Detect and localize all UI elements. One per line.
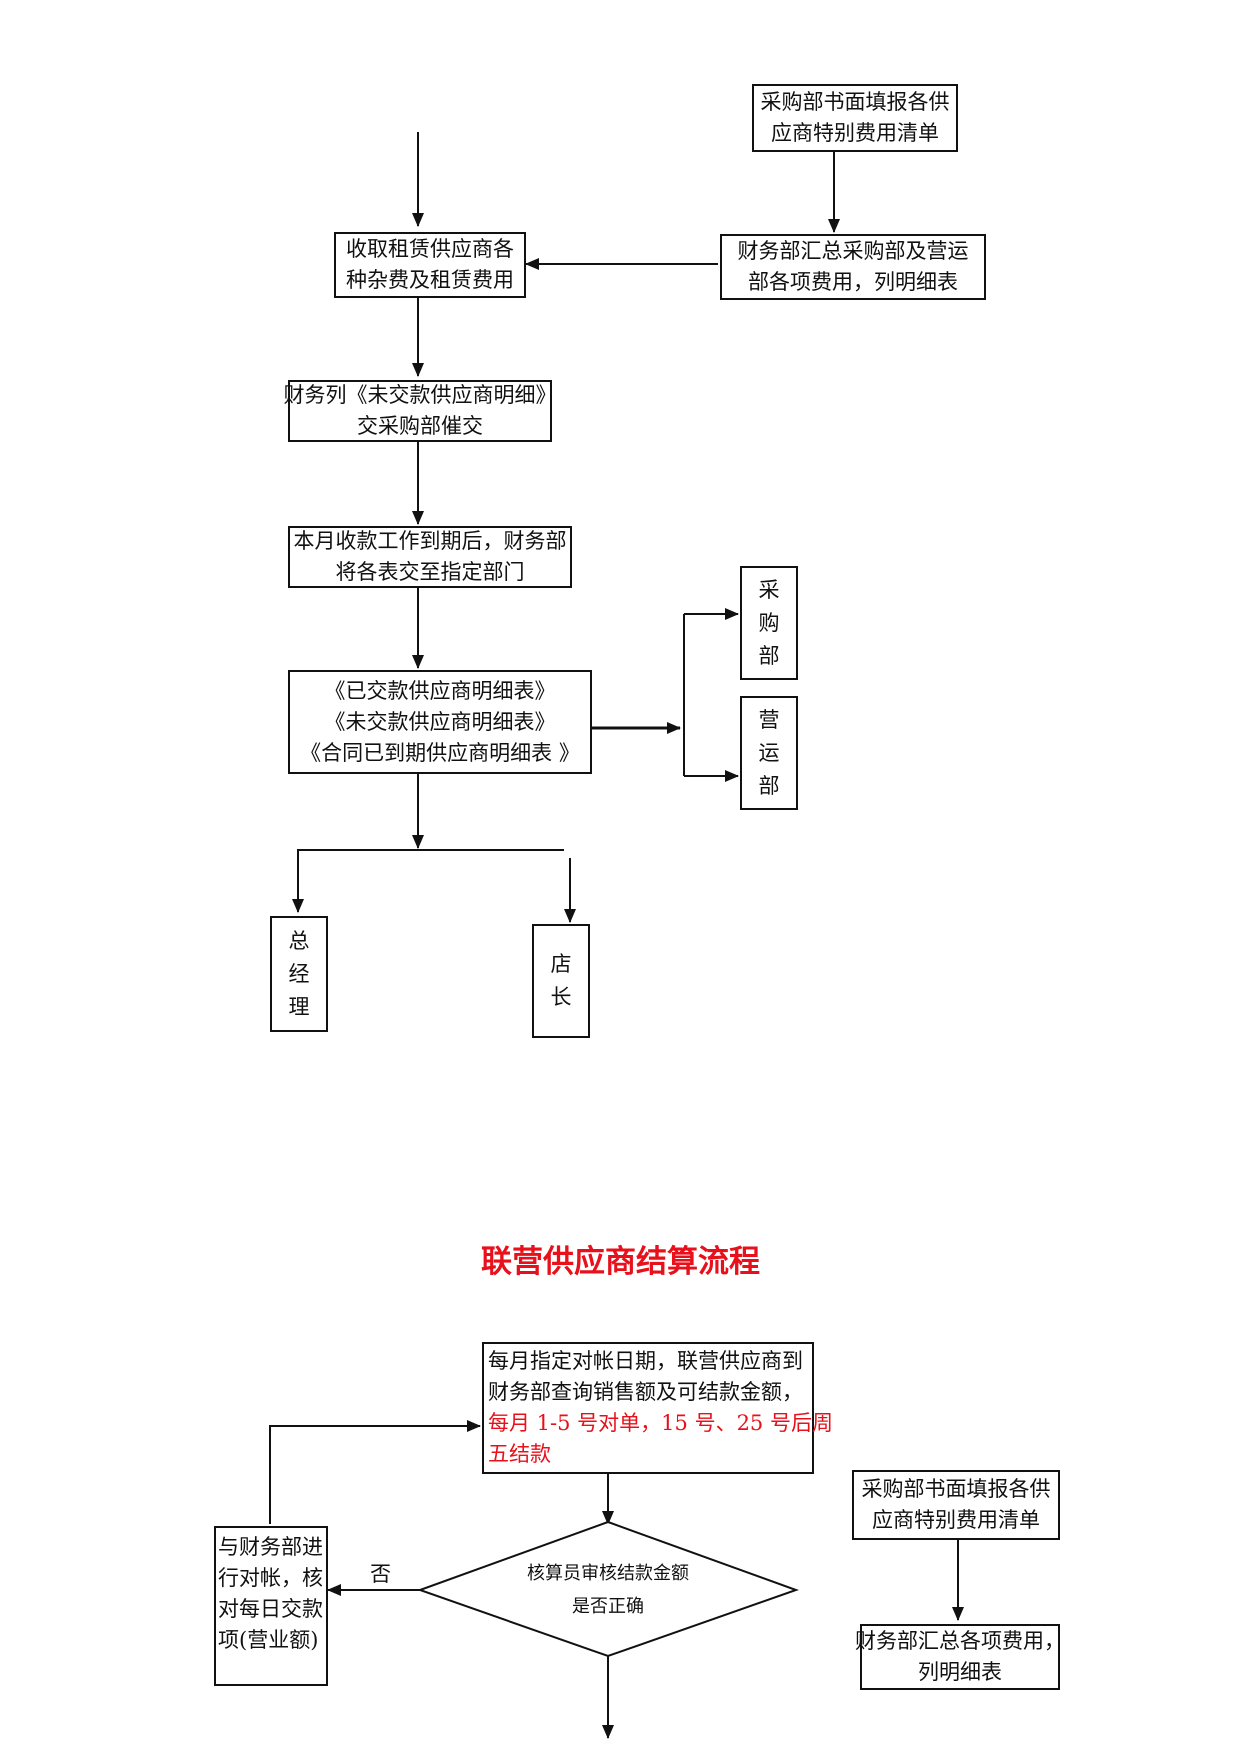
box-text-red: 每月 1-5 号对单，15 号、25 号后周 bbox=[488, 1411, 833, 1435]
section-title: 联营供应商结算流程 bbox=[481, 1244, 760, 1280]
box-text: 采购部书面填报各供 bbox=[760, 90, 950, 114]
box-text: 项(营业额) bbox=[218, 1628, 319, 1652]
box-text: 部 bbox=[758, 773, 780, 798]
box-text: 财务部汇总采购部及营运 bbox=[737, 239, 969, 263]
reconcile-date-box: 每月指定对帐日期，联营供应商到 财务部查询销售额及可结款金额， 每月 1-5 号… bbox=[482, 1342, 833, 1474]
arrow-reconcile-loop bbox=[269, 1420, 481, 1524]
supplier-fee-list-box: 采购部书面填报各供 应商特别费用清单 bbox=[752, 84, 958, 152]
box-text: 总 bbox=[288, 928, 310, 953]
box-text: 收取租赁供应商各 bbox=[346, 237, 514, 261]
box-text: 应商特别费用清单 bbox=[771, 121, 939, 145]
box-text: 财务列《未交款供应商明细》 bbox=[283, 383, 557, 407]
decision-text: 是否正确 bbox=[572, 1596, 644, 1617]
box-text: 财务部查询销售额及可结款金额， bbox=[488, 1380, 803, 1404]
reports-box: 《已交款供应商明细表》 《未交款供应商明细表》 《合同已到期供应商明细表 》 bbox=[288, 670, 592, 774]
box-text: 财务部汇总各项费用， bbox=[855, 1629, 1065, 1653]
box-text: 交采购部催交 bbox=[357, 414, 483, 438]
box-text: 将各表交至指定部门 bbox=[335, 560, 525, 584]
box-text: 《合同已到期供应商明细表 》 bbox=[300, 740, 580, 765]
box-text: 运 bbox=[758, 740, 780, 765]
box-text: 《未交款供应商明细表》 bbox=[324, 709, 556, 734]
box-text: 经 bbox=[288, 961, 310, 986]
box-text: 种杂费及租赁费用 bbox=[346, 268, 514, 292]
finance-summary-box: 财务部汇总采购部及营运 部各项费用，列明细表 bbox=[720, 234, 986, 300]
month-end-box: 本月收款工作到期后，财务部 将各表交至指定部门 bbox=[288, 526, 572, 588]
box-text: 行对帐，核 bbox=[218, 1566, 323, 1590]
arrow-to-general-manager bbox=[292, 849, 564, 913]
box-text-red: 五结款 bbox=[488, 1442, 551, 1466]
operations-dept-box: 营 运 部 bbox=[740, 696, 798, 810]
box-text: 购 bbox=[758, 610, 780, 635]
general-manager-box: 总 经 理 bbox=[270, 916, 328, 1032]
box-text: 对每日交款 bbox=[218, 1597, 323, 1621]
finance-summary-box-2: 财务部汇总各项费用， 列明细表 bbox=[855, 1624, 1065, 1690]
collect-fees-box: 收取租赁供应商各 种杂费及租赁费用 bbox=[334, 232, 526, 298]
audit-decision-label: 核算员审核结款金额 是否正确 bbox=[488, 1557, 728, 1623]
box-text: 营 bbox=[758, 707, 780, 732]
purchasing-dept-box: 采 购 部 bbox=[740, 566, 798, 680]
box-text: 采 bbox=[758, 577, 780, 602]
box-text: 列明细表 bbox=[918, 1660, 1002, 1684]
reconcile-with-finance-box: 与财务部进 行对帐，核 对每日交款 项(营业额) bbox=[214, 1526, 328, 1686]
store-manager-box: 店 长 bbox=[532, 924, 590, 1038]
box-text: 部 bbox=[758, 643, 780, 668]
box-text: 应商特别费用清单 bbox=[872, 1508, 1040, 1532]
no-label: 否 bbox=[370, 1562, 391, 1586]
box-text: 《已交款供应商明细表》 bbox=[324, 678, 556, 703]
box-text: 长 bbox=[550, 985, 572, 1009]
supplier-fee-list-box-2: 采购部书面填报各供 应商特别费用清单 bbox=[852, 1470, 1060, 1540]
box-text: 部各项费用，列明细表 bbox=[748, 270, 958, 294]
box-text: 采购部书面填报各供 bbox=[861, 1477, 1051, 1501]
unpaid-detail-box: 财务列《未交款供应商明细》 交采购部催交 bbox=[284, 380, 557, 442]
box-text: 店 bbox=[550, 952, 572, 976]
box-text: 与财务部进 bbox=[218, 1535, 323, 1559]
box-text: 理 bbox=[288, 994, 310, 1019]
decision-text: 核算员审核结款金额 bbox=[527, 1563, 689, 1584]
box-text: 每月指定对帐日期，联营供应商到 bbox=[488, 1349, 803, 1373]
box-text: 本月收款工作到期后，财务部 bbox=[293, 529, 567, 553]
